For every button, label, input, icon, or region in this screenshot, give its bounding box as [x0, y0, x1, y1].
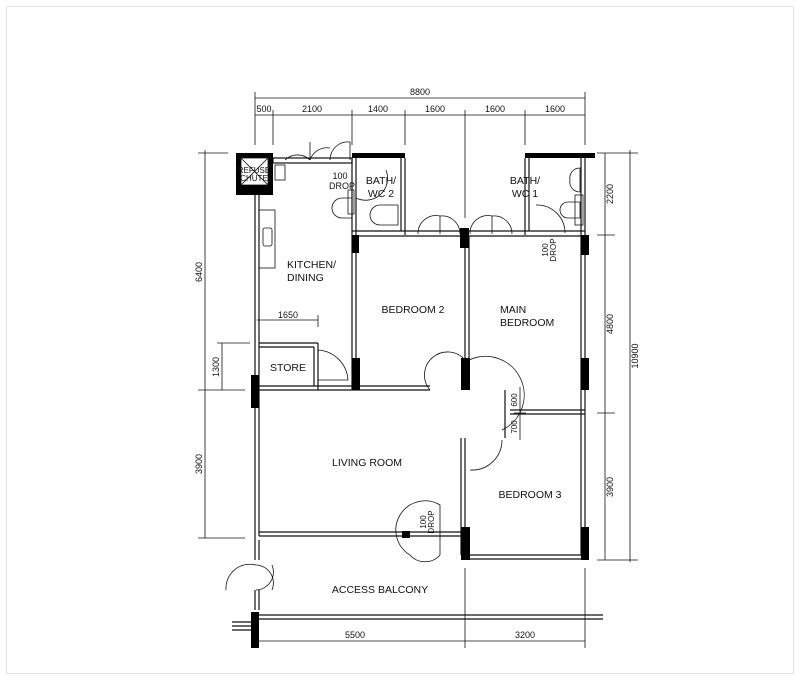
doors[interactable] [225, 141, 584, 591]
svg-text:700: 700 [510, 420, 519, 434]
svg-text:1600: 1600 [425, 104, 445, 114]
svg-text:CHUTE: CHUTE [240, 174, 268, 183]
svg-text:BEDROOM: BEDROOM [500, 317, 554, 329]
svg-text:8800: 8800 [410, 87, 430, 97]
svg-text:100: 100 [541, 243, 550, 257]
svg-text:1600: 1600 [545, 104, 565, 114]
svg-text:1400: 1400 [368, 104, 388, 114]
structural-columns [236, 153, 595, 648]
room-labels: REFUSE CHUTE 100 DROP BATH/ WC 2 BATH/ W… [238, 166, 562, 596]
svg-text:6400: 6400 [194, 262, 204, 282]
walls [232, 157, 603, 631]
svg-text:5500: 5500 [345, 630, 365, 640]
svg-text:100: 100 [419, 515, 428, 529]
svg-text:3200: 3200 [515, 630, 535, 640]
svg-text:500: 500 [256, 104, 271, 114]
living-room-label: LIVING ROOM [332, 457, 402, 469]
svg-text:1600: 1600 [485, 104, 505, 114]
svg-text:DINING: DINING [287, 272, 324, 284]
svg-text:DROP: DROP [329, 181, 355, 191]
svg-text:2100: 2100 [302, 104, 322, 114]
bedroom-2-label: BEDROOM 2 [381, 304, 444, 316]
bedroom-3-label: BEDROOM 3 [498, 489, 561, 501]
svg-text:WC 2: WC 2 [368, 188, 394, 200]
refuse-chute-label: REFUSE [238, 166, 270, 175]
svg-text:1650: 1650 [278, 310, 298, 320]
svg-text:4800: 4800 [605, 314, 615, 334]
bath-wc2-label: BATH/ [366, 175, 396, 187]
bath-wc1-label: BATH/ [510, 175, 540, 187]
svg-text:3900: 3900 [605, 477, 615, 497]
svg-text:DROP: DROP [427, 510, 436, 533]
store-label: STORE [270, 362, 306, 374]
main-bedroom-label: MAIN [500, 304, 526, 316]
svg-text:10900: 10900 [630, 343, 640, 368]
access-balcony-label: ACCESS BALCONY [332, 584, 428, 596]
dimension-labels: 8800 500 2100 1400 1600 1600 1600 6400 1… [194, 87, 640, 640]
svg-text:100: 100 [332, 171, 347, 181]
svg-text:1300: 1300 [211, 357, 221, 377]
fixtures [258, 164, 581, 269]
refuse-chute-cross [240, 157, 269, 186]
svg-text:600: 600 [510, 393, 519, 407]
svg-text:DROP: DROP [549, 238, 558, 261]
svg-text:3900: 3900 [194, 454, 204, 474]
page-frame [6, 6, 794, 674]
svg-text:2200: 2200 [605, 184, 615, 204]
dimension-lines [198, 92, 638, 648]
svg-text:WC 1: WC 1 [512, 188, 538, 200]
kitchen-dining-label: KITCHEN/ [287, 259, 336, 271]
